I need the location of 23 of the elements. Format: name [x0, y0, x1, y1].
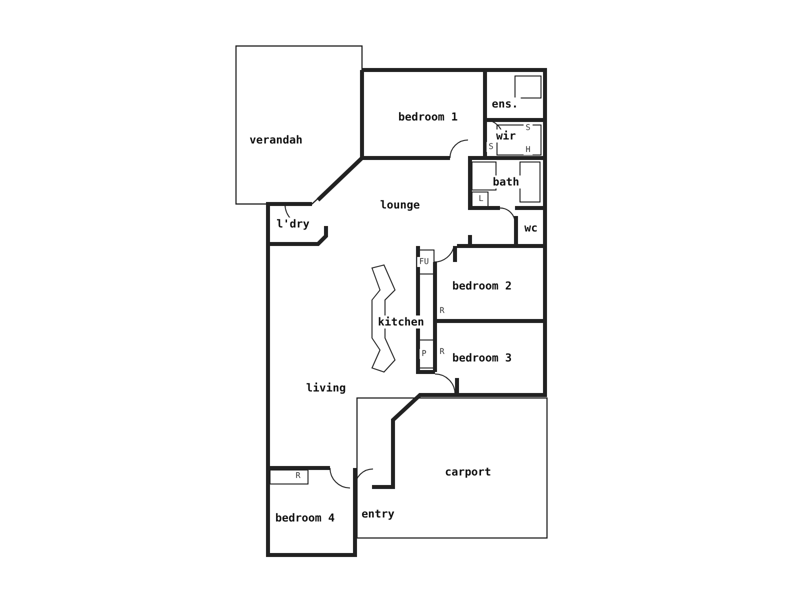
room-label: bedroom 4 [273, 512, 337, 524]
room-label: verandah [248, 134, 304, 146]
room-label: ens. [490, 98, 520, 110]
fixture-label: L [476, 194, 486, 204]
room-label: wir [494, 130, 518, 142]
room-label: living [304, 382, 348, 394]
room-label: l'dry [274, 218, 312, 230]
room-label: kitchen [376, 316, 426, 328]
room-label: bedroom 1 [396, 110, 460, 124]
room-label: bedroom 2 [450, 280, 514, 292]
room-label: lounge [378, 198, 422, 212]
room-label: carport [442, 466, 494, 478]
fixture-label: S [486, 142, 496, 152]
room-label: bedroom 3 [450, 352, 514, 364]
fixture-label: FU [417, 257, 431, 267]
room-label: bath [490, 176, 522, 188]
fixture-label: R [294, 471, 302, 481]
fixture-label: R [438, 306, 446, 316]
room-label: entry [359, 508, 397, 520]
fixture-label: R [438, 347, 446, 357]
fixture-label: H [524, 145, 532, 155]
fixture-label: S [524, 123, 532, 133]
fixture-label: P [420, 349, 428, 359]
